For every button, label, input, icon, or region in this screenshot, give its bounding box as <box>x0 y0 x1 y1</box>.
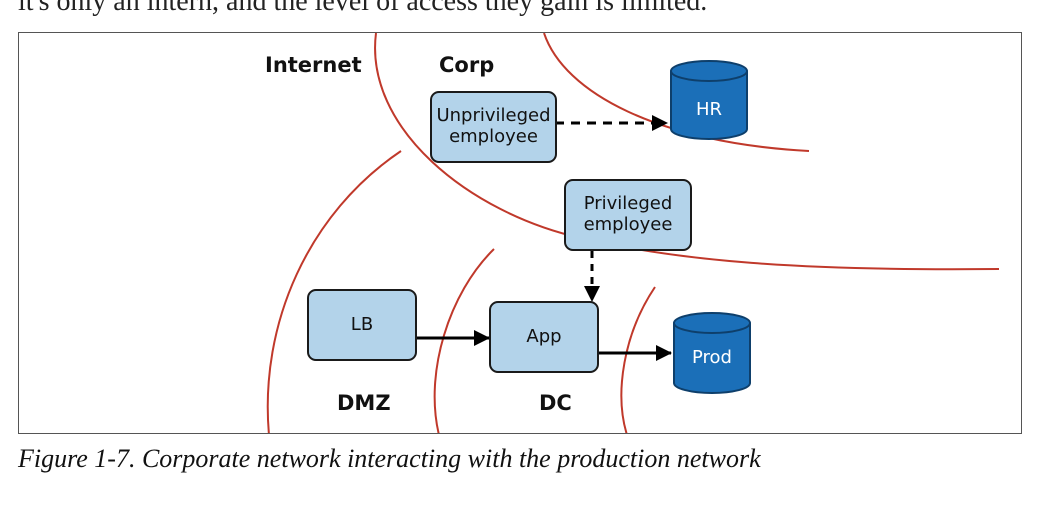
app-node: App <box>489 301 599 373</box>
diagram-canvas <box>266 33 1000 433</box>
unprivileged-employee-label: Unprivileged employee <box>436 105 551 147</box>
dc-boundary <box>433 248 495 433</box>
network-diagram: Internet Corp DMZ DC Unprivileged employ… <box>18 32 1022 434</box>
prod-boundary <box>620 286 656 433</box>
zone-label-dc: DC <box>539 391 572 415</box>
lb-label: LB <box>350 313 374 335</box>
hr-database-label: HR <box>695 99 723 120</box>
dmz-boundary <box>266 150 402 433</box>
app-label: App <box>526 325 562 347</box>
privileged-employee-label: Privileged employee <box>583 193 673 235</box>
preceding-paragraph-fragment: it's only an intern, and the level of ac… <box>18 0 708 17</box>
figure-caption: Figure 1-7. Corporate network interactin… <box>18 444 761 473</box>
unprivileged-employee-node: Unprivileged employee <box>430 91 557 163</box>
zone-label-internet: Internet <box>265 53 362 77</box>
prod-database-icon <box>673 312 751 394</box>
hr-database-icon <box>670 60 748 140</box>
lb-node: LB <box>307 289 417 361</box>
prod-database-label: Prod <box>692 347 732 368</box>
hr-boundary <box>543 33 810 152</box>
zone-label-dmz: DMZ <box>337 391 391 415</box>
zone-label-corp: Corp <box>439 53 495 77</box>
privileged-employee-node: Privileged employee <box>564 179 692 251</box>
